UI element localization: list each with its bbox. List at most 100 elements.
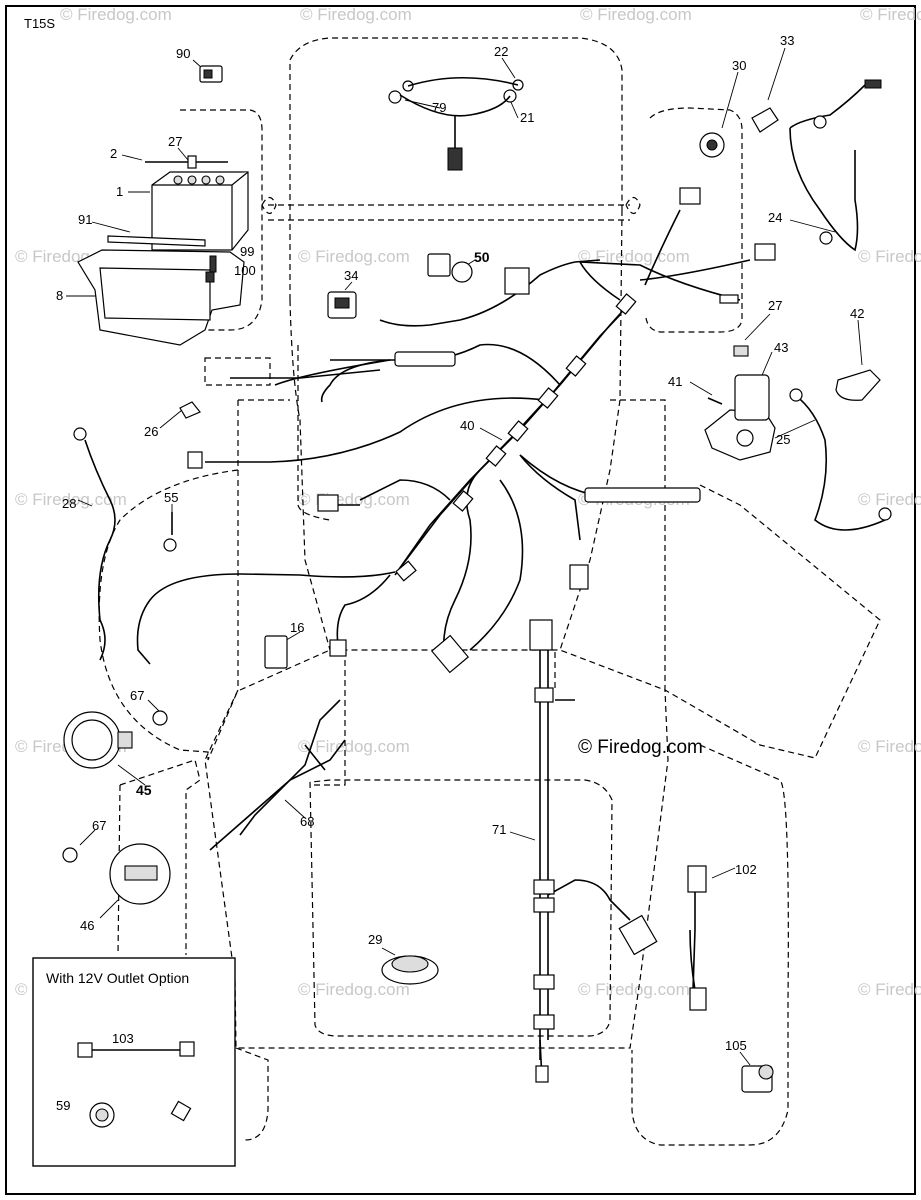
callout-46: 46: [80, 918, 94, 933]
callout-71: 71: [492, 822, 506, 837]
callout-55: 55: [164, 490, 178, 505]
hour-meter-display: [124, 865, 158, 881]
battery-cap: [215, 175, 225, 185]
wires: [84, 84, 886, 1111]
harness-plug: [529, 619, 553, 651]
gauge-body: [117, 731, 133, 749]
callout-90: 90: [176, 46, 190, 61]
harness-connector: [430, 634, 470, 674]
watermark: © Firedog.com: [298, 490, 410, 509]
watermark: © Firedog.com: [300, 5, 412, 24]
callout-34: 34: [344, 268, 358, 283]
battery: [151, 171, 249, 251]
callout-68: 68: [300, 814, 314, 829]
pto-knob: [451, 261, 473, 283]
fuse: [179, 401, 201, 419]
power-outlet-socket: [95, 1108, 109, 1122]
harness-connector: [679, 187, 701, 205]
callout-1: 1: [116, 184, 123, 199]
callout-50: 50: [474, 249, 490, 265]
inset-title: With 12V Outlet Option: [46, 970, 189, 986]
callout-67: 67: [92, 818, 106, 833]
terminal-boot: [835, 369, 881, 401]
ring-terminal: [73, 427, 87, 441]
solenoid-nut: [733, 345, 749, 357]
harness-connector: [394, 351, 456, 367]
solenoid-bolt: [707, 397, 723, 405]
callout-16: 16: [290, 620, 304, 635]
harness-connector: [618, 914, 658, 956]
callout-42: 42: [850, 306, 864, 321]
watermark: © Firedog.com: [15, 490, 127, 509]
harness-clip: [533, 897, 555, 913]
headlight-connector: [447, 147, 463, 171]
ignition-module-cap: [758, 1064, 774, 1080]
outlet-option-inset: With 12V Outlet Option: [32, 957, 236, 1167]
headlight-bulb: [388, 90, 402, 104]
ring-terminal: [789, 388, 803, 402]
battery-cap: [187, 175, 197, 185]
harness-connector: [719, 294, 739, 304]
callout-45: 45: [136, 782, 152, 798]
harness-connector: [584, 487, 701, 503]
watermark: © Firedog.com: [858, 737, 921, 756]
fuse-holder: [751, 107, 779, 133]
gauge-nut: [152, 710, 168, 726]
watermark: © Firedog.com: [580, 5, 692, 24]
meter-nut: [62, 847, 78, 863]
watermark: © Firedog.com: [60, 5, 172, 24]
callout-8: 8: [56, 288, 63, 303]
harness-clip: [537, 387, 559, 409]
harness-clip: [507, 420, 529, 442]
callout-105: 105: [725, 1038, 747, 1053]
harness-clip: [615, 293, 637, 315]
watermark: © Firedog.com: [860, 5, 921, 24]
callout-40: 40: [460, 418, 474, 433]
cable-connector: [864, 79, 882, 89]
parts: [62, 65, 892, 1093]
callout-26: 26: [144, 424, 158, 439]
watermark: © Firedog.com: [298, 980, 410, 999]
watermark: © Firedog.com: [578, 980, 690, 999]
callout-41: 41: [668, 374, 682, 389]
battery-cap: [173, 175, 183, 185]
watermark: © Firedog.com: [858, 247, 921, 266]
solenoid: [734, 374, 770, 421]
ring-terminal: [163, 538, 177, 552]
alarm-top: [391, 955, 429, 973]
harness-connector: [329, 639, 347, 657]
gauge-face: [71, 719, 113, 761]
callout-21: 21: [520, 110, 534, 125]
harness-clip: [533, 1014, 555, 1030]
callout-27: 27: [168, 134, 182, 149]
relay-tab: [203, 69, 213, 79]
label-card: [504, 267, 530, 295]
harness-connector: [317, 494, 339, 512]
solenoid-hole: [736, 429, 754, 447]
harness-connector: [187, 451, 203, 469]
diagram-frame: [5, 5, 916, 1195]
callouts: T15S 90 27 2 1 91 99 100 8 22 79 21 30 3…: [24, 16, 864, 1113]
callout-22: 22: [494, 44, 508, 59]
callout-67: 67: [130, 688, 144, 703]
ring-terminal: [878, 507, 892, 521]
seat-switch-plug: [689, 987, 707, 1011]
screw: [205, 271, 215, 283]
harness-connector: [569, 564, 589, 590]
callout-2: 2: [110, 146, 117, 161]
harness-clip: [452, 490, 474, 512]
callout-28: 28: [62, 496, 76, 511]
callout-100: 100: [234, 263, 256, 278]
callout-25: 25: [776, 432, 790, 447]
harness-clip: [395, 560, 417, 582]
callout-102: 102: [735, 862, 757, 877]
battery-strap: [107, 235, 206, 247]
inset-box: [32, 957, 236, 1167]
harness-connector: [754, 243, 776, 261]
copyright-notice: © Firedog.com: [578, 737, 703, 758]
watermark: © Firedog.com: [858, 490, 921, 509]
seat-switch: [687, 865, 707, 893]
starter-relay: [264, 635, 288, 669]
battery-tray-inner: [99, 267, 211, 321]
